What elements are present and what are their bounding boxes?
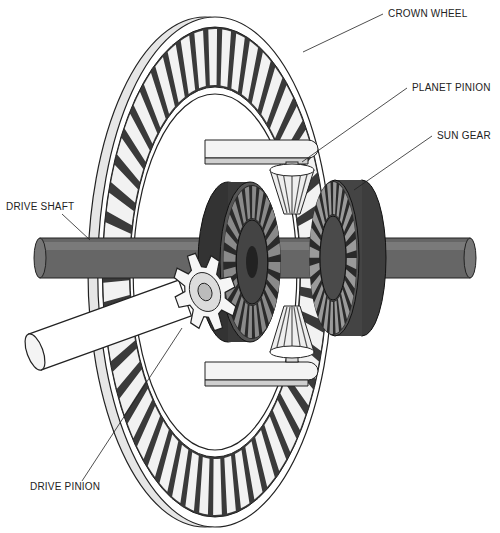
sun-gear	[314, 198, 351, 318]
sun-gear	[230, 202, 275, 322]
sun-gear	[220, 182, 280, 342]
sun-gear	[236, 220, 268, 304]
drive-pinion	[196, 281, 215, 303]
leader-line	[354, 136, 432, 190]
drive-pinion	[29, 280, 192, 370]
leader-line	[302, 88, 407, 162]
sun-gear	[230, 202, 275, 322]
drive-shaft	[464, 238, 476, 278]
part-label: CROWN WHEEL	[388, 8, 467, 20]
part-label: DRIVE PINION	[30, 481, 100, 493]
drive-shaft	[34, 238, 46, 278]
carrier-plate	[205, 140, 318, 386]
sun-gear	[246, 246, 258, 278]
sun-gear	[311, 180, 386, 336]
carrier-plate	[205, 140, 318, 158]
leader-line	[303, 14, 383, 52]
planet-pinion	[270, 164, 314, 176]
part-label: PLANET PINION	[412, 82, 491, 94]
drive-pinion	[21, 331, 49, 372]
sun-gear	[230, 202, 275, 322]
carrier-plate	[205, 380, 308, 386]
drive-pinion	[184, 268, 226, 316]
part-label: SUN GEAR	[437, 130, 491, 142]
sun-gear	[320, 216, 346, 300]
leader-line	[82, 328, 182, 481]
planet-pinion	[276, 171, 308, 214]
planet-pinion	[270, 170, 314, 214]
drive-pinion	[164, 245, 247, 340]
leader-line	[62, 214, 90, 240]
sun-gear	[311, 180, 359, 336]
drive-pinion	[164, 245, 247, 340]
leader-line	[62, 14, 432, 481]
planet-pinion	[270, 306, 314, 352]
part-label: DRIVE SHAFT	[6, 201, 74, 213]
carrier-plate	[205, 362, 318, 380]
sun-gear	[314, 198, 351, 318]
sun-gear	[314, 198, 351, 318]
planet-pinion	[276, 306, 308, 352]
planet-pinion	[270, 346, 314, 358]
drive-pinion	[21, 245, 246, 373]
planet-pinion	[270, 164, 314, 358]
